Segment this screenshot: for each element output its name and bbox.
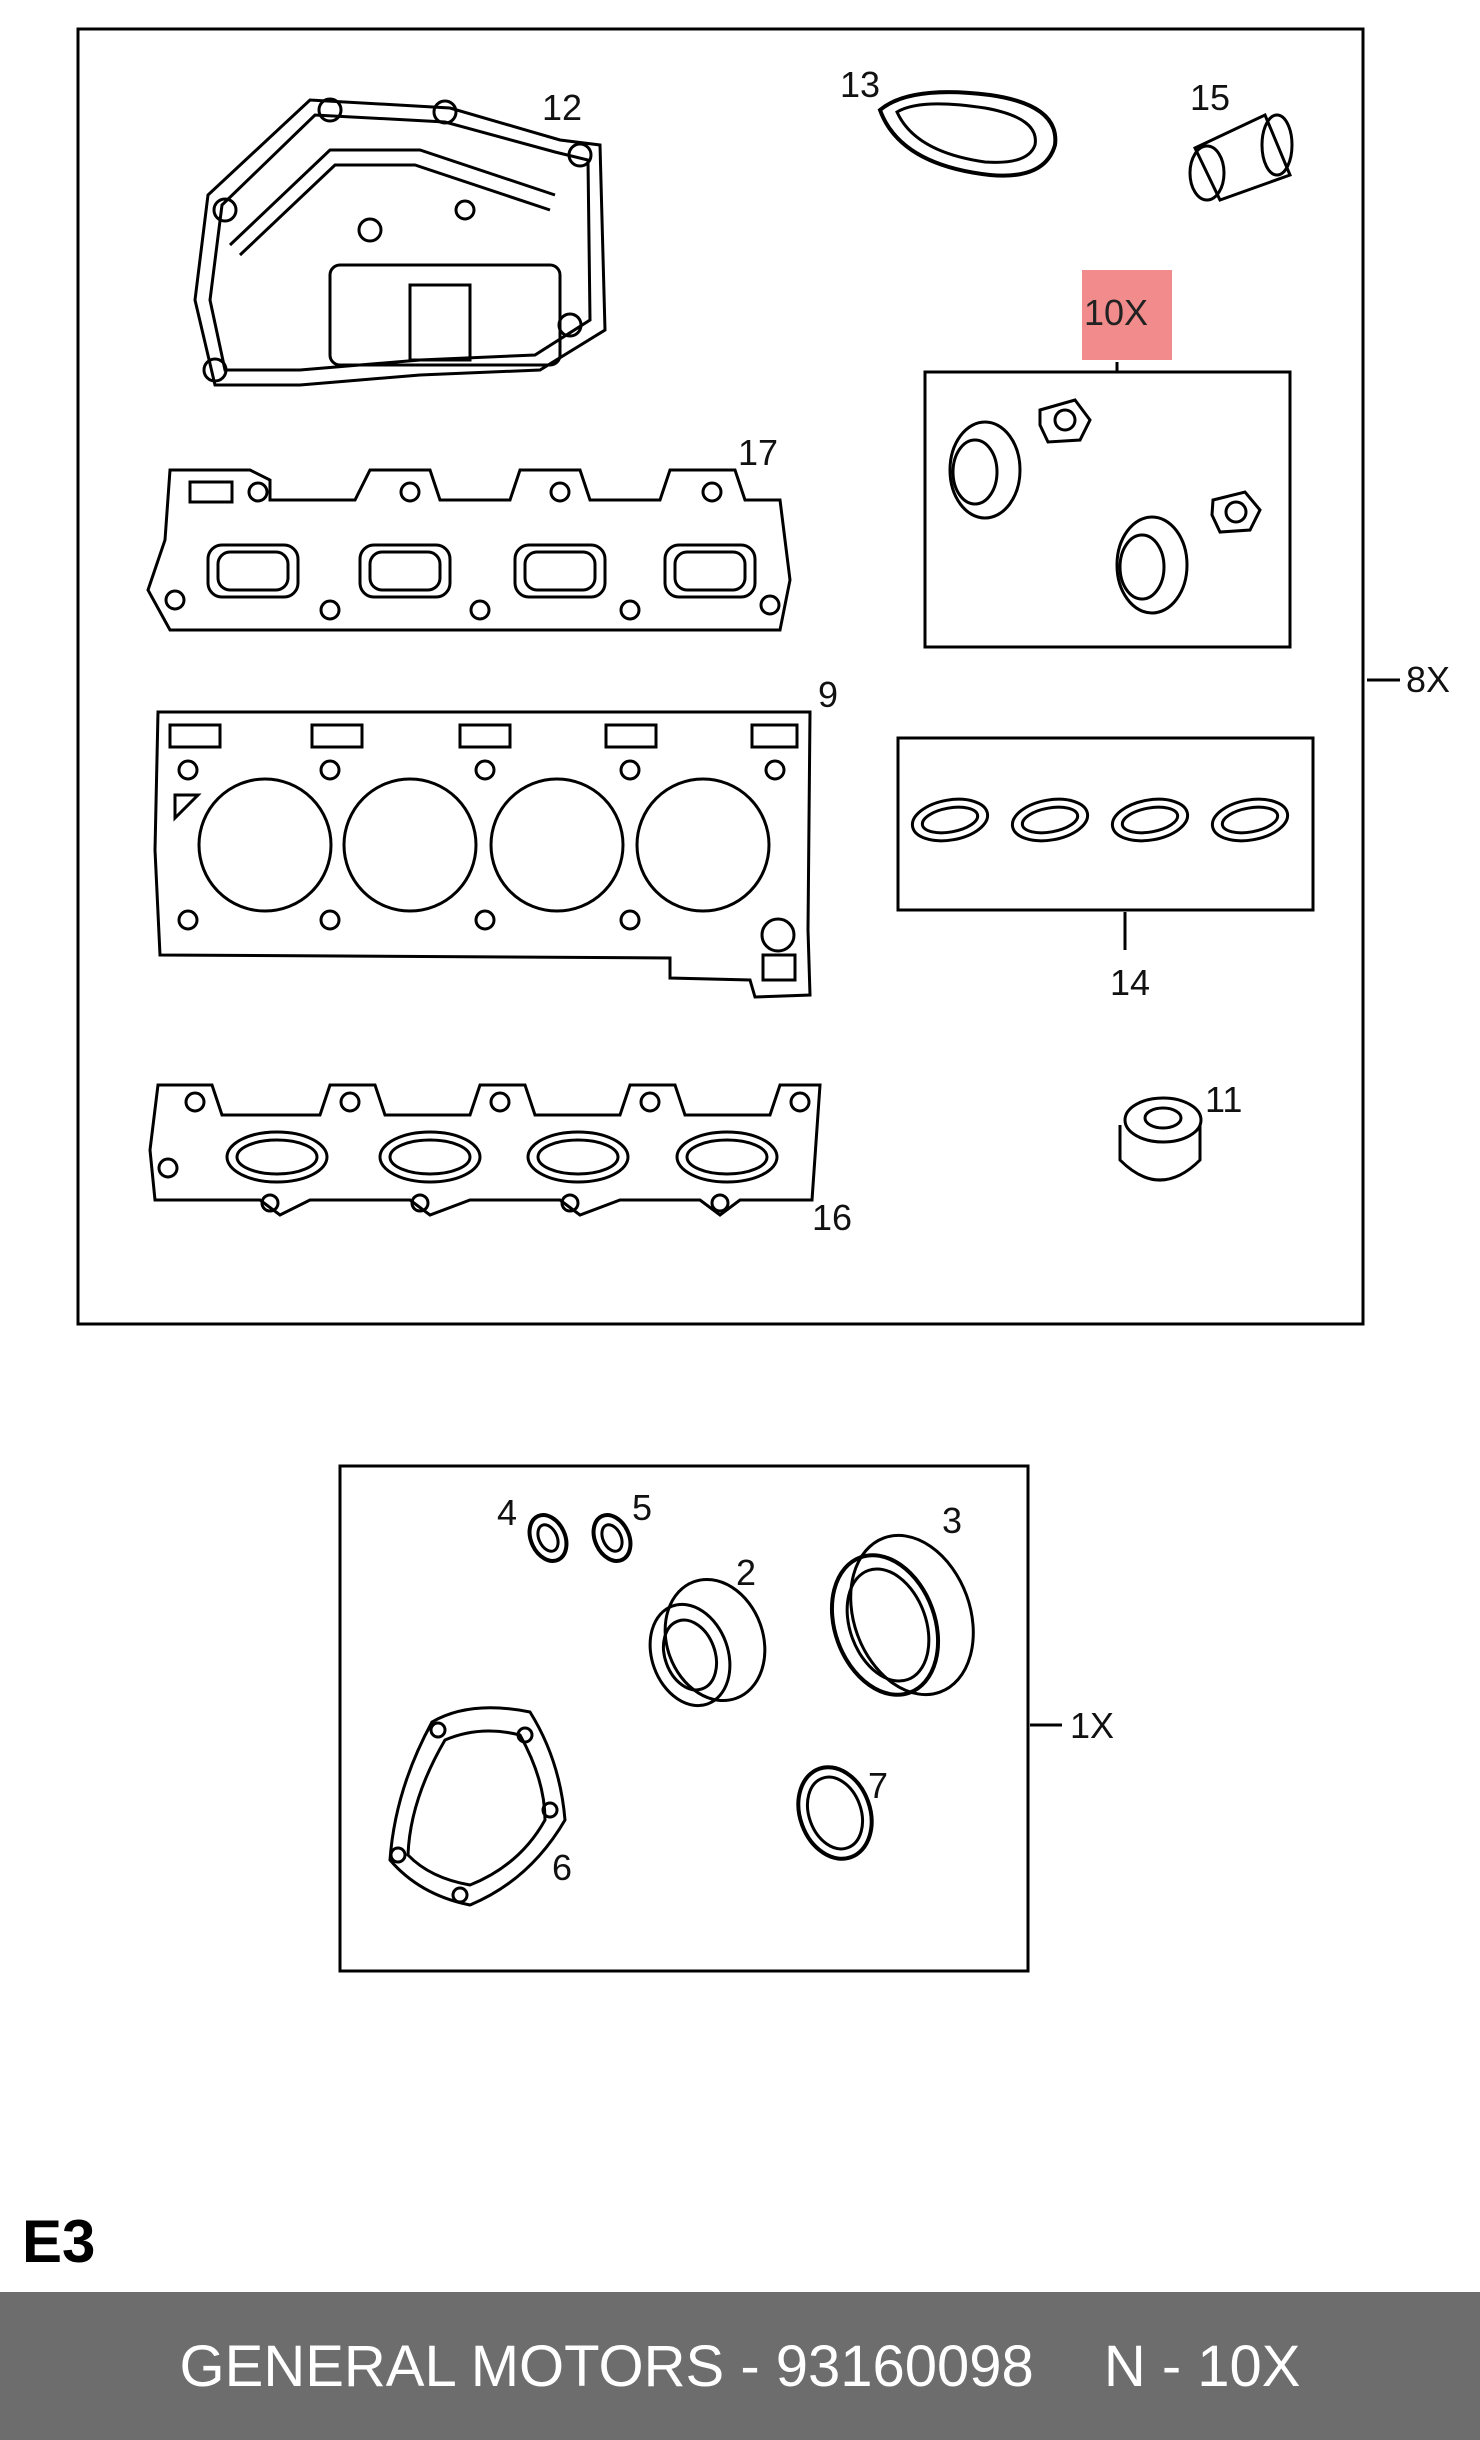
label-16: 16 [812, 1197, 852, 1238]
label-12: 12 [542, 87, 582, 128]
part-2-oil-seal [648, 1577, 767, 1708]
part-16-intake-gasket [148, 1083, 822, 1217]
part-11-cap [1118, 1096, 1203, 1182]
part-6-pump-gasket [388, 1706, 567, 1907]
label-10x: 10X [1084, 292, 1148, 333]
label-7: 7 [868, 1765, 888, 1806]
part-4-seal [527, 1513, 569, 1563]
part-7-oring [796, 1765, 874, 1861]
part-10-bearings-nuts [948, 398, 1262, 615]
highlight-10x-marker [1082, 270, 1172, 360]
footer-note: N - 10X [1103, 2333, 1301, 2399]
part-14-seals [910, 797, 1290, 843]
part-9-head-gasket [153, 710, 812, 999]
label-14: 14 [1110, 962, 1150, 1003]
label-13: 13 [840, 64, 880, 105]
label-5: 5 [632, 1487, 652, 1528]
part-14-box [896, 736, 1315, 912]
part-15-sleeve [1188, 112, 1294, 202]
exploded-parts-diagram: 8X 12 13 15 10X [22, 27, 1450, 2275]
part-13-seal [877, 90, 1058, 178]
label-9: 9 [818, 674, 838, 715]
label-15: 15 [1190, 77, 1230, 118]
part-3-oil-seal [829, 1533, 975, 1697]
footer-brand-part: GENERAL MOTORS - 93160098 [179, 2333, 1034, 2399]
bottom-kit-frame [338, 1464, 1030, 1973]
part-10-box [923, 370, 1292, 649]
label-2: 2 [736, 1552, 756, 1593]
part-5-seal [591, 1513, 633, 1563]
footer-bar: GENERAL MOTORS - 93160098 N - 10X [0, 2292, 1480, 2440]
section-code: E3 [22, 2208, 95, 2275]
label-17: 17 [738, 432, 778, 473]
label-3: 3 [942, 1500, 962, 1541]
label-6: 6 [552, 1847, 572, 1888]
part-12-cover-gasket [193, 97, 607, 387]
label-11: 11 [1205, 1079, 1242, 1120]
top-kit-frame [76, 27, 1365, 1326]
label-4: 4 [497, 1492, 517, 1533]
bottom-kit-qty: 1X [1070, 1705, 1114, 1746]
top-kit-qty: 8X [1406, 659, 1450, 700]
part-17-exhaust-gasket [146, 468, 792, 632]
